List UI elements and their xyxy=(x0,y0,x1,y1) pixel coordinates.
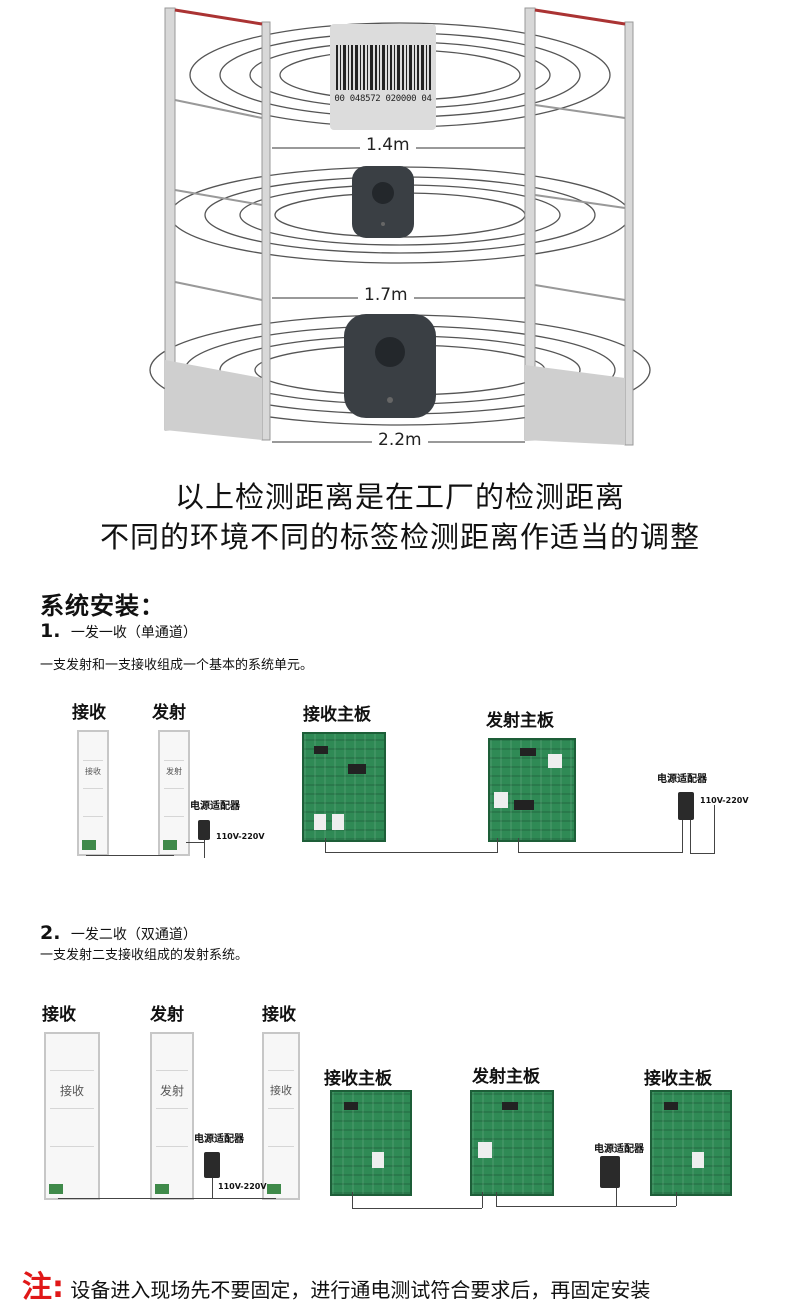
step1-title: 一发一收（单通道） xyxy=(70,625,197,641)
caption-line-1: 以上检测距离是在工厂的检测距离 xyxy=(174,480,625,514)
step2-title-row: 2. 一发二收（双通道） xyxy=(40,922,197,944)
step2-receive-antenna-2: 接收 xyxy=(262,1032,300,1200)
left-antenna-frame xyxy=(164,7,271,441)
step1-label-tx-board: 发射主板 xyxy=(486,711,554,731)
step1-label-rx-board: 接收主板 xyxy=(303,705,371,725)
step2-transmit-antenna-text: 发射 xyxy=(159,1084,184,1098)
step1-adapter-label-left: 电源适配器 xyxy=(190,801,240,812)
step2-adapter-left xyxy=(204,1152,220,1178)
step1-adapter-right xyxy=(678,792,694,820)
install-heading: 系统安装： xyxy=(40,592,165,620)
detection-range-illustration xyxy=(149,7,651,446)
note-text: 设备进入现场先不要固定，进行通电测试符合要求后，再固定安装 xyxy=(70,1278,651,1302)
note-mark: 注: xyxy=(22,1270,64,1305)
step1-transmitter-board xyxy=(488,738,576,842)
step2-adapter-label-left: 电源适配器 xyxy=(194,1134,244,1145)
step1-receiver-board xyxy=(302,732,386,842)
installation-note: 注: 设备进入现场先不要固定，进行通电测试符合要求后，再固定安装 xyxy=(22,1262,650,1306)
small-hard-tag xyxy=(352,166,414,238)
step2-voltage-left: 110V-220V xyxy=(218,1182,267,1191)
distance-label-small-tag: 1.7m xyxy=(358,285,414,305)
step1-title-row: 1. 一发一收（单通道） xyxy=(40,620,197,642)
step2-label-rx-board-1: 接收主板 xyxy=(324,1069,392,1089)
step2-label-transmit: 发射 xyxy=(150,1005,184,1025)
step1-transmit-antenna-text: 发射 xyxy=(166,767,182,776)
step1-adapter-left xyxy=(198,820,210,840)
soft-label-tag xyxy=(330,24,436,130)
step2-description: 一支发射二支接收组成的发射系统。 xyxy=(40,948,249,963)
step2-number: 2. xyxy=(40,922,61,944)
step1-receive-antenna: 接收 xyxy=(77,730,109,856)
step2-label-rx-board-2: 接收主板 xyxy=(644,1069,712,1089)
step2-label-tx-board: 发射主板 xyxy=(472,1067,540,1087)
step1-label-transmit: 发射 xyxy=(152,703,186,723)
caption-line-2: 不同的环境不同的标签检测距离作适当的调整 xyxy=(99,520,700,554)
step1-label-receive: 接收 xyxy=(72,703,106,723)
step2-transmitter-board xyxy=(470,1090,554,1196)
step2-receive-2-antenna-text: 接收 xyxy=(270,1084,292,1097)
step1-transmit-antenna: 发射 xyxy=(158,730,190,856)
right-antenna-frame xyxy=(524,7,634,446)
step2-receive-antenna-1: 接收 xyxy=(44,1032,100,1200)
step2-label-receive-2: 接收 xyxy=(262,1005,296,1025)
step2-receiver-board-1 xyxy=(330,1090,412,1196)
step2-label-receive-1: 接收 xyxy=(42,1005,76,1025)
step1-adapter-label-right: 电源适配器 xyxy=(657,774,707,785)
step2-transmit-antenna: 发射 xyxy=(150,1032,194,1200)
step1-voltage-right: 110V-220V xyxy=(700,796,749,805)
step1-voltage-left: 110V-220V xyxy=(216,832,265,841)
step2-adapter-label-right: 电源适配器 xyxy=(594,1144,644,1155)
step2-adapter-right xyxy=(600,1156,620,1188)
large-hard-tag xyxy=(344,314,436,418)
step1-receive-antenna-text: 接收 xyxy=(85,767,101,776)
step1-description: 一支发射和一支接收组成一个基本的系统单元。 xyxy=(40,658,314,673)
distance-label-soft-tag: 1.4m xyxy=(360,135,416,155)
step2-receiver-board-2 xyxy=(650,1090,732,1196)
barcode-number: 00 048572 020000 04 xyxy=(334,94,432,104)
distance-label-large-tag: 2.2m xyxy=(372,430,428,450)
step2-receive-1-antenna-text: 接收 xyxy=(59,1084,84,1098)
step1-number: 1. xyxy=(40,620,61,642)
step2-title: 一发二收（双通道） xyxy=(70,927,197,943)
